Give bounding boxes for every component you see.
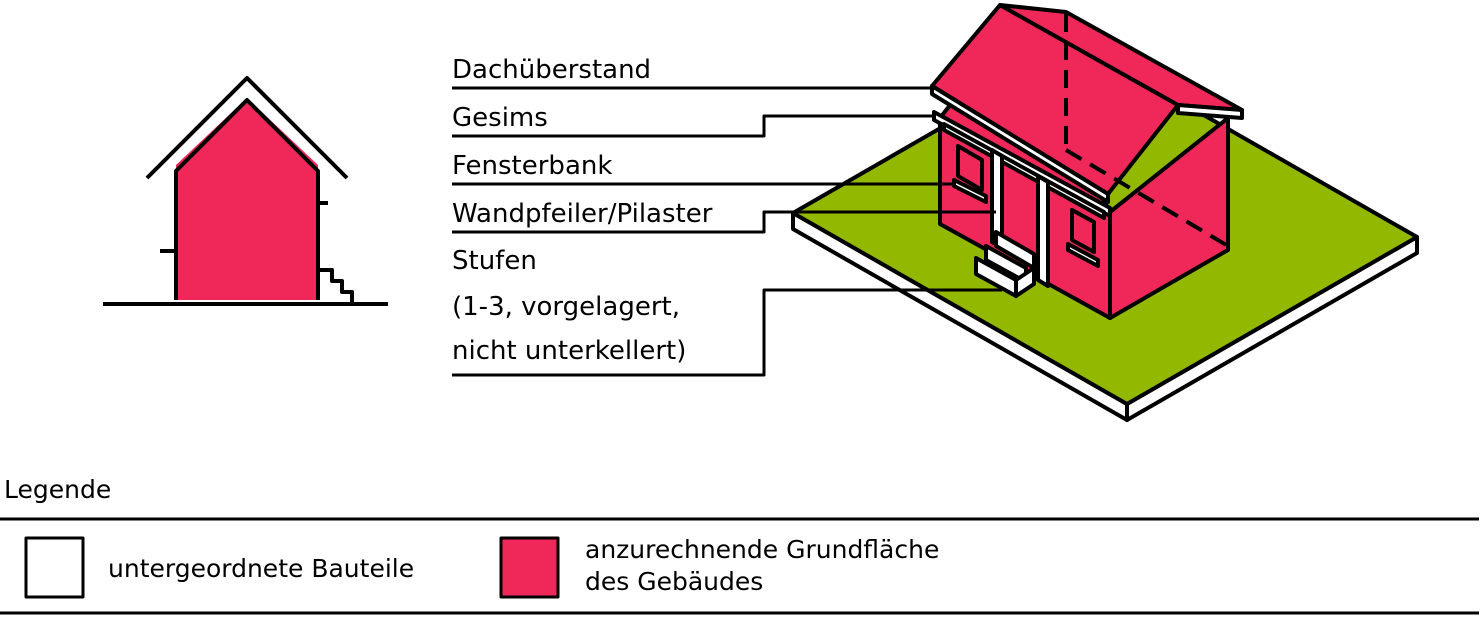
legend-label-building-line2: des Gebäudes [585,567,764,596]
window-left [956,144,984,192]
label-pilaster: Wandpfeiler/Pilaster [452,199,713,229]
steps-side [1014,266,1036,298]
roof-overhang-edge [1176,103,1244,120]
leader-cornice [452,114,934,138]
section-building-fill [176,98,318,300]
section-roof-line [145,76,349,180]
leader-pilaster [452,210,996,234]
legend-title: Legende [4,475,112,504]
section-steps [320,268,354,304]
isometric-view [791,3,1419,422]
leader-steps [452,288,1002,377]
legend-swatch-building [499,536,560,599]
house-wall-right [1108,116,1230,320]
legend-swatch-minor [24,536,85,599]
legend-label-building-line1: anzurechnende Grundfläche [585,535,940,564]
window-right-sill [1066,242,1100,268]
legend-graphics [0,517,1479,615]
window-right [1070,208,1096,254]
legend-label-minor: untergeordnete Bauteile [108,554,415,583]
leader-lines [452,86,1002,377]
pilaster-right [1036,174,1050,288]
label-steps-line2: (1-3, vorgelagert, [452,292,680,322]
roof-eave-edge [930,84,1110,204]
hidden-line-base [1064,148,1230,248]
label-window-sill: Fensterbank [452,151,613,181]
section-wall-line [174,98,320,300]
label-roof-overhang: Dachüberstand [452,55,652,85]
label-steps-line1: Stufen [452,246,537,276]
cornice-lower [942,122,1106,220]
label-steps-line3: nicht unterkellert) [452,336,687,366]
label-cornice: Gesims [452,103,548,133]
section-view [103,76,388,306]
